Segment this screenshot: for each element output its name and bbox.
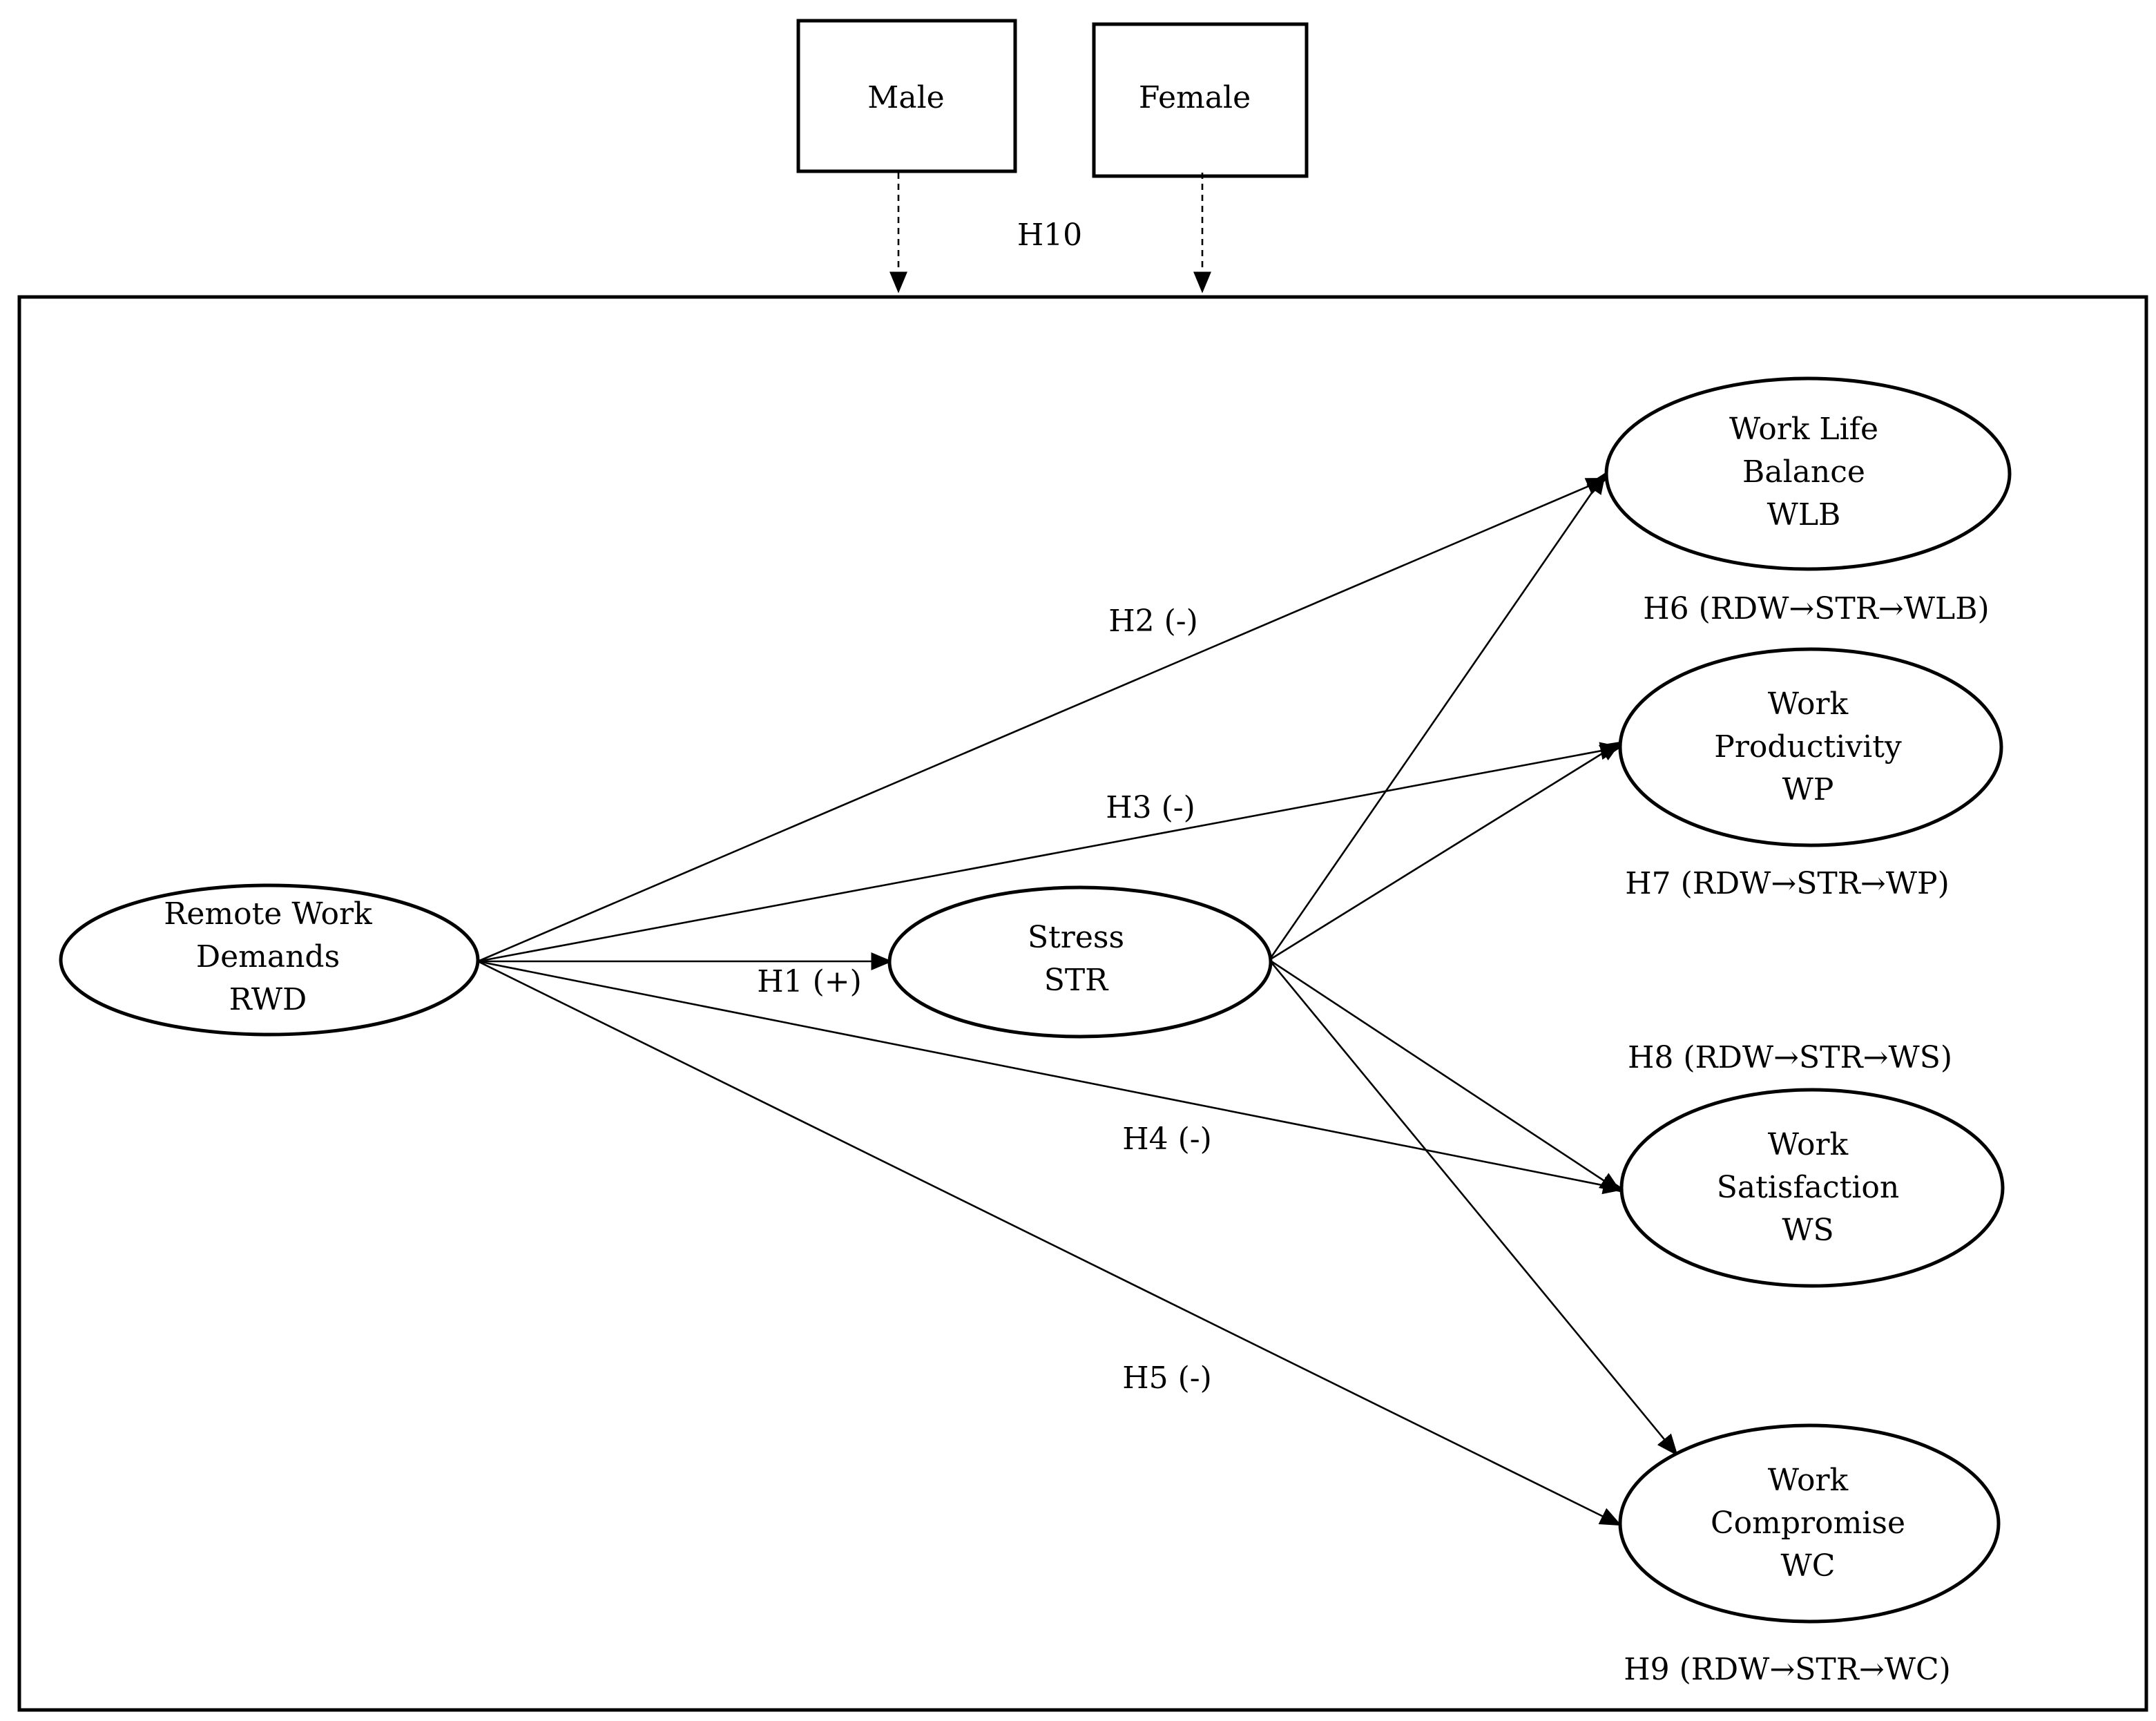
rwd-node [59,883,480,1037]
h5-path-rwd-wc [477,960,1622,1526]
h5-label: H5 (-) [1122,1361,1212,1396]
wp-label-line3: WP [1782,772,1834,807]
wc-label-line3: WC [1781,1548,1836,1584]
str-label-line2: STR [1044,963,1109,998]
h9-label: H9 (RDW→STR→WC) [1624,1652,1951,1687]
str-to-wc-path [1268,959,1678,1456]
h4-label: H4 (-) [1122,1122,1212,1157]
female-box [1092,22,1309,178]
str-to-wlb-path [1268,472,1606,961]
wlb-label-line3: WLB [1767,497,1841,532]
h2-label: H2 (-) [1108,604,1198,639]
wp-node [1618,647,2003,847]
h8-label: H8 (RDW→STR→WS) [1628,1040,1952,1075]
male-label: Male [867,80,944,115]
h7-label: H7 (RDW→STR→WP) [1625,866,1950,901]
h4-path-rwd-ws [477,960,1625,1195]
wc-node [1618,1423,2001,1624]
model-frame [17,295,2148,1712]
female-label: Female [1139,80,1251,115]
wlb-node [1604,376,2012,571]
h3-path-rwd-wp [477,742,1622,963]
h1-label: H1 (+) [757,964,862,999]
h6-label: H6 (RDW→STR→WLB) [1643,591,1989,626]
h10-label: H10 [1017,218,1082,253]
str-node [887,885,1273,1039]
wlb-label-line2: Balance [1742,454,1865,490]
rwd-label-line1: Remote Work [164,896,372,932]
wlb-label-line1: Work Life [1729,412,1878,447]
wc-label-line2: Compromise [1711,1506,1905,1541]
h2-path-rwd-wlb [477,477,1608,963]
rwd-label-line3: RWD [229,982,307,1017]
ws-label-line3: WS [1782,1213,1833,1248]
wc-label-line1: Work [1768,1463,1849,1498]
wp-label-line2: Productivity [1714,729,1902,765]
str-to-ws-path [1269,959,1622,1193]
ws-label-line1: Work [1768,1127,1849,1162]
male-box [796,19,1017,173]
wp-label-line1: Work [1768,686,1849,722]
str-label-line1: Stress [1028,920,1124,955]
ws-label-line2: Satisfaction [1717,1170,1899,1205]
rwd-label-line2: Demands [196,939,340,974]
ws-node [1619,1088,2005,1288]
str-to-wp-path [1269,741,1622,961]
h3-label: H3 (-) [1106,790,1195,825]
